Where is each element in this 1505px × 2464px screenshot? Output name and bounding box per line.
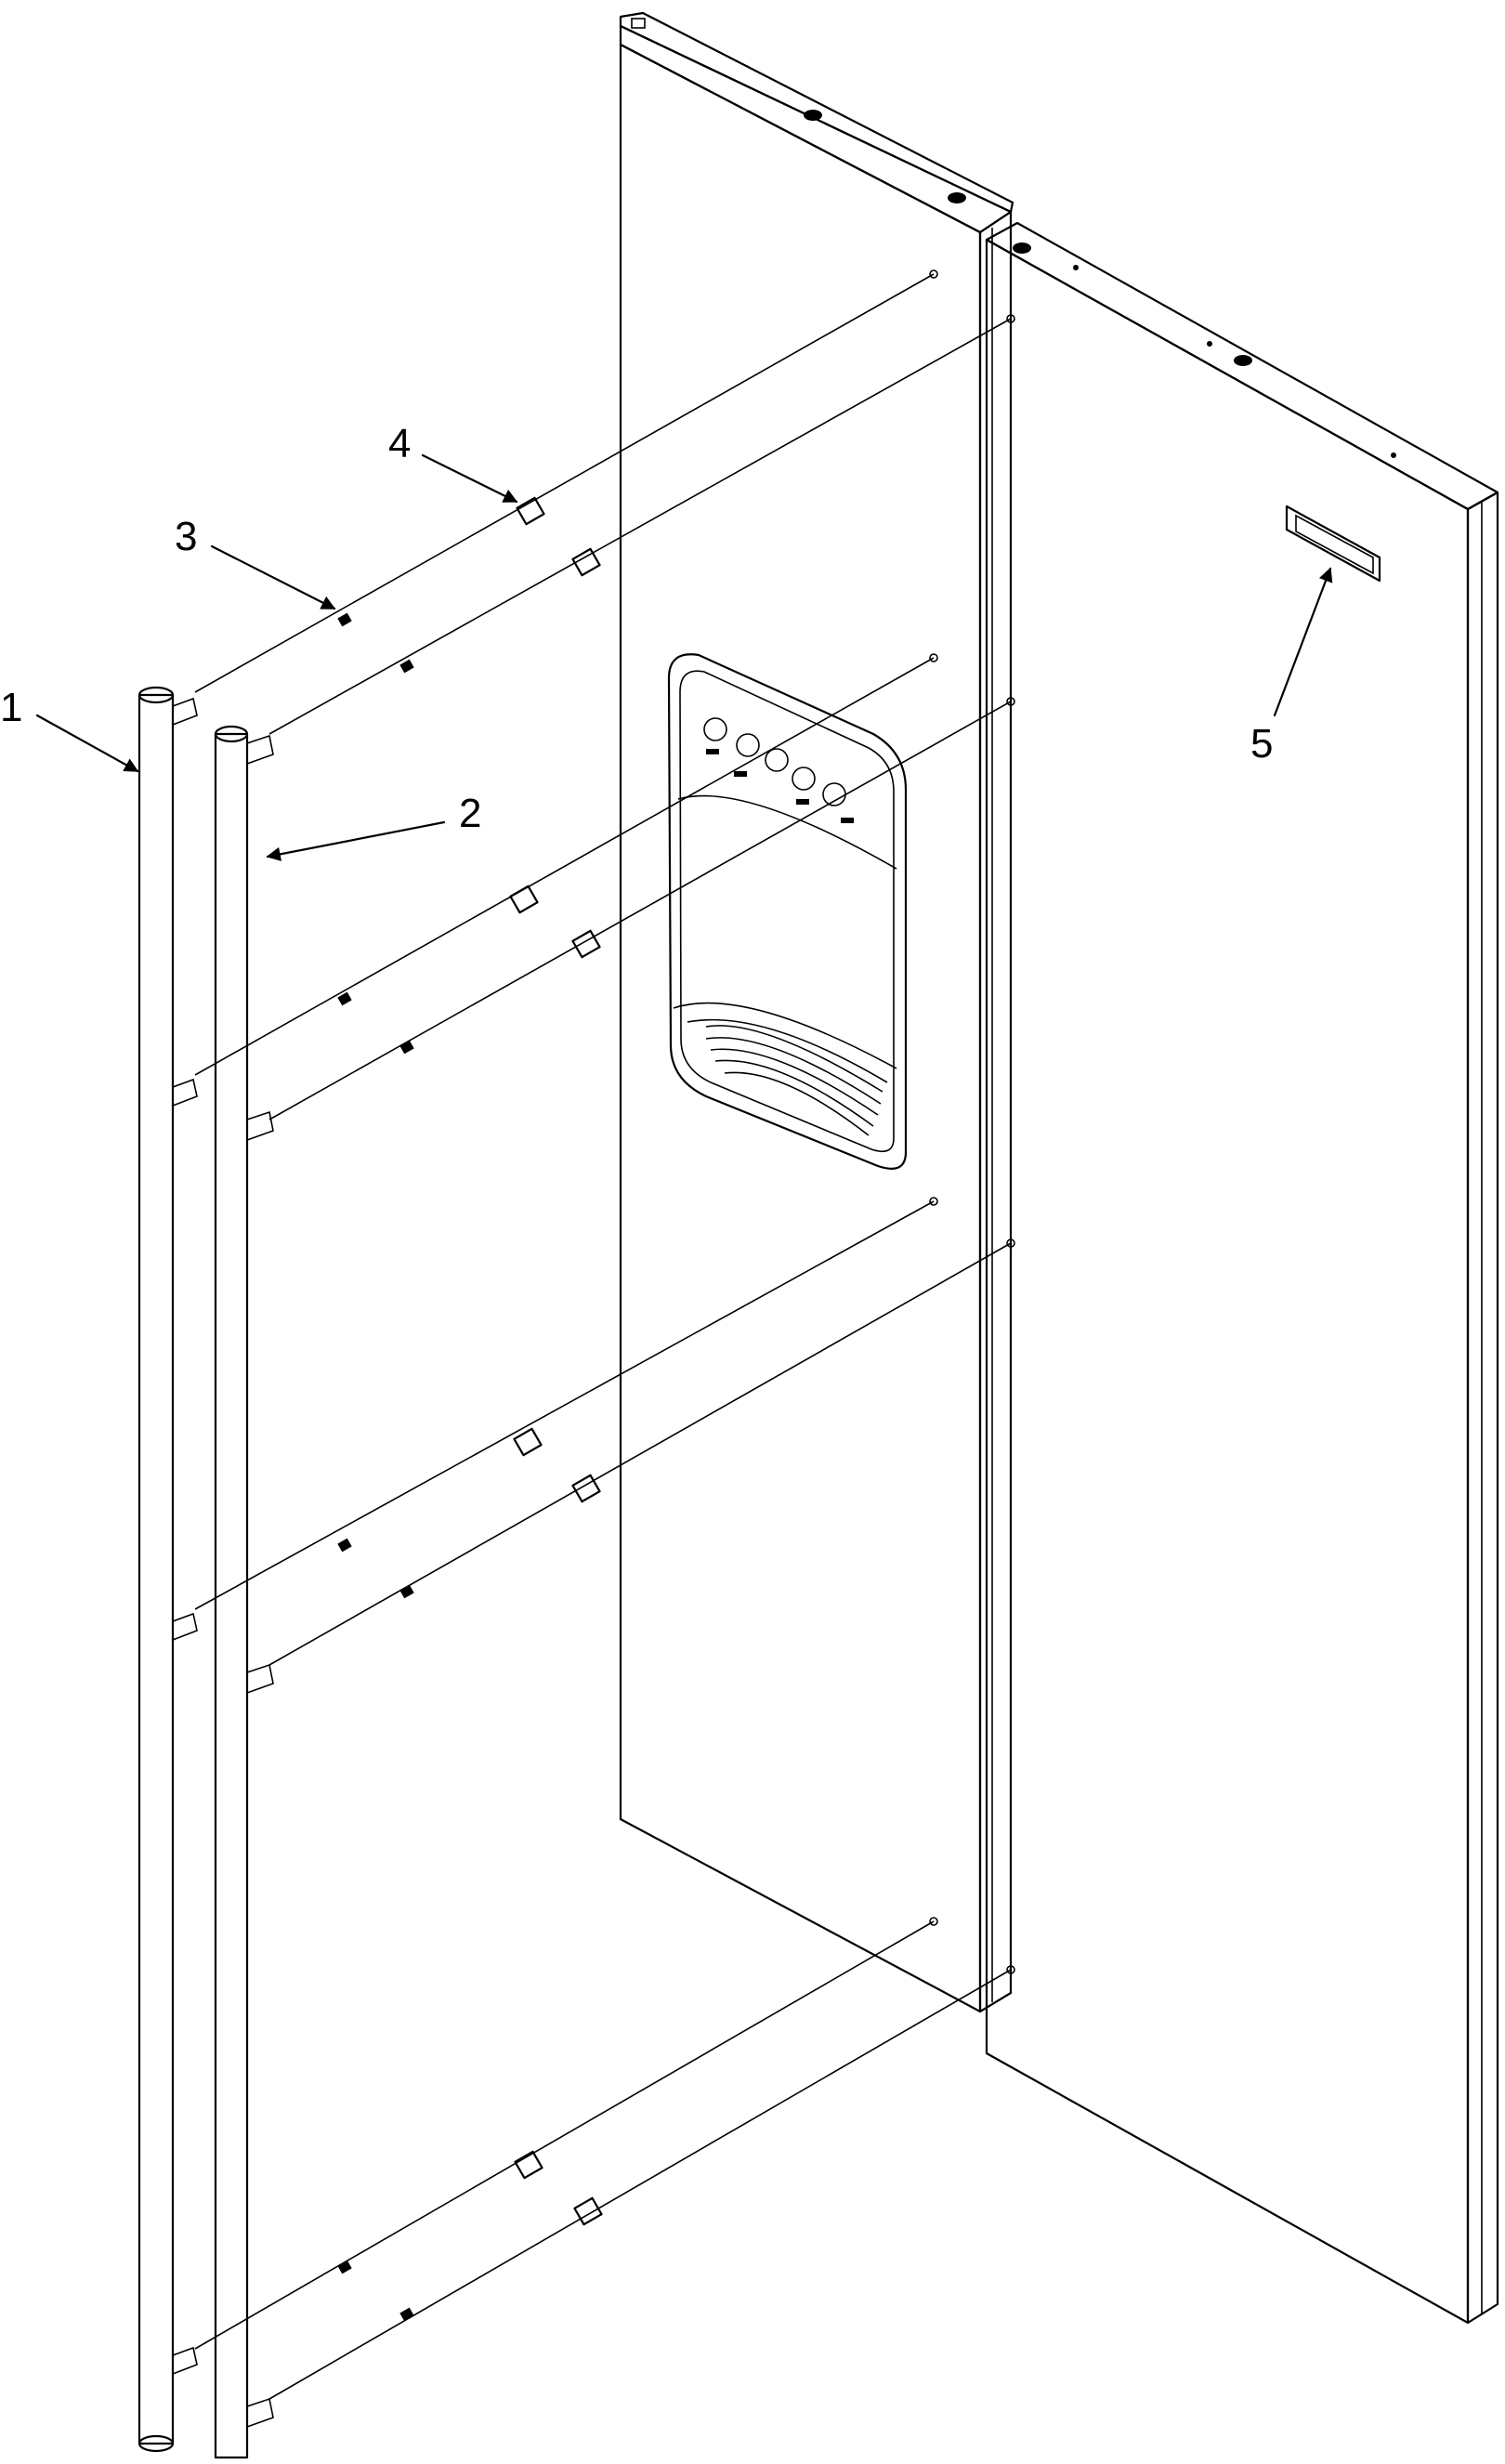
callout-3: 3 <box>175 514 336 610</box>
callout-4: 4 <box>388 421 518 504</box>
fresh-food-door-handle <box>214 725 274 2459</box>
callout-label-5: 5 <box>1250 721 1273 767</box>
fresh-food-door <box>985 221 1499 2325</box>
callout-5: 5 <box>1250 567 1333 767</box>
callout-1: 1 <box>0 685 139 773</box>
water-ice-dispenser <box>667 653 908 1170</box>
mounting-hardware <box>194 269 1015 2400</box>
callout-label-3: 3 <box>175 514 197 559</box>
freezer-door <box>619 11 1014 2013</box>
callout-label-1: 1 <box>0 685 22 730</box>
callout-2: 2 <box>266 791 481 861</box>
callout-label-2: 2 <box>459 791 481 836</box>
callout-label-4: 4 <box>388 421 411 466</box>
nameplate-badge <box>1285 505 1381 583</box>
freezer-door-handle <box>137 686 198 2453</box>
